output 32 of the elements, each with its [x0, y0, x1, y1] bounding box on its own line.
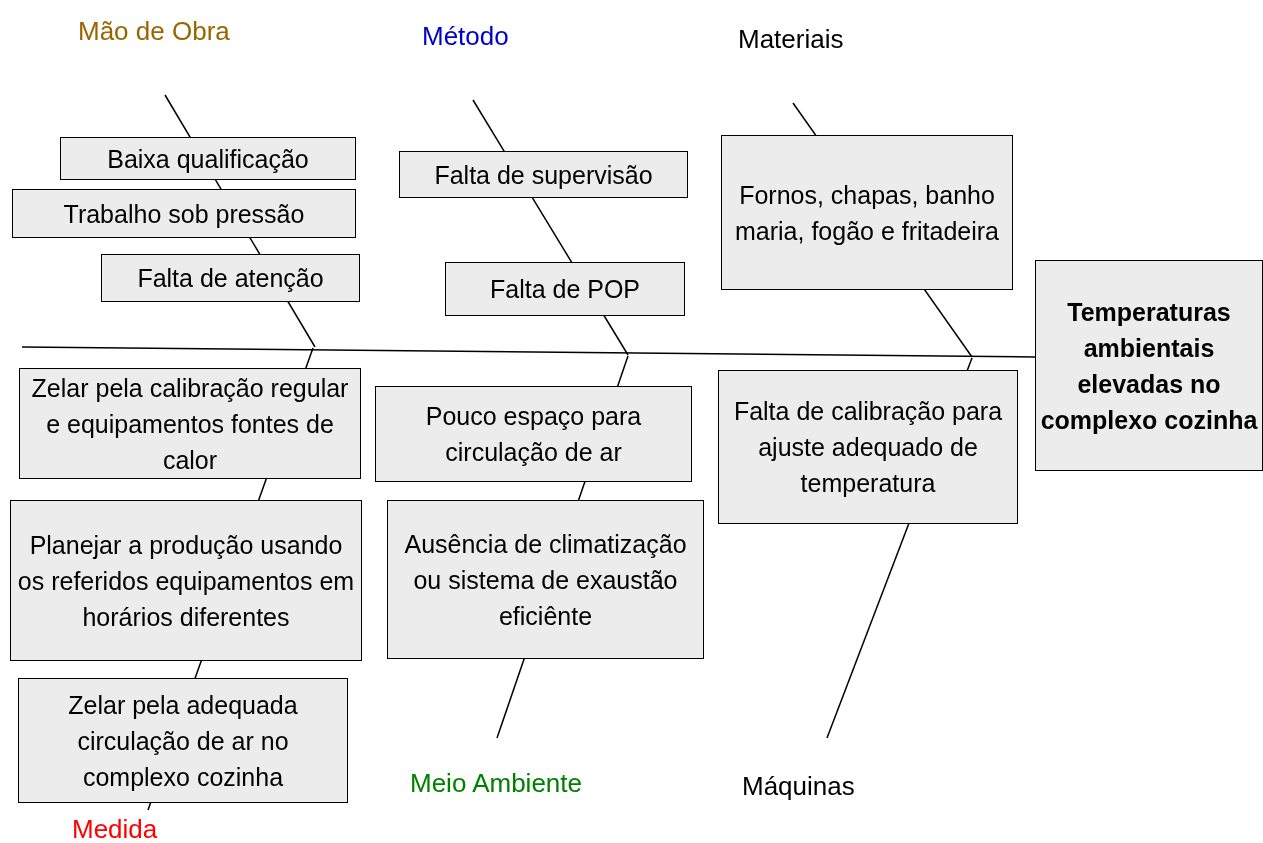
node-text: Temperaturas ambientais elevadas no complexo cozinha	[1040, 296, 1258, 436]
node-text: Planejar a produção usando os referidos equipamentos em horários diferentes	[16, 529, 356, 633]
cause-box	[399, 151, 688, 198]
node-text: Falta de supervisão	[434, 159, 653, 191]
cause-box	[60, 137, 356, 180]
node-text: Zelar pela adequada circulação de ar no complexo cozinha	[67, 689, 299, 793]
cause-box	[12, 189, 356, 238]
spine-line	[21, 346, 1036, 358]
cause-box	[10, 500, 362, 661]
cause-box	[375, 386, 692, 482]
cause-box	[718, 370, 1018, 524]
category-label: Mão de Obra	[78, 16, 230, 47]
node-text: Trabalho sob pressão	[63, 198, 305, 230]
node-text: Zelar pela calibração regular e equipamentos fontes de calor	[30, 372, 350, 476]
node-text: Baixa qualificação	[107, 143, 309, 175]
node-text: Ausência de climatização ou sistema de exaustão eficiênte	[403, 528, 688, 632]
category-label: Meio Ambiente	[410, 768, 582, 799]
cause-box	[721, 135, 1013, 290]
node-text: Pouco espaço para circulação de ar	[424, 401, 643, 468]
category-label: Método	[422, 21, 509, 52]
cause-box	[18, 678, 348, 803]
cause-box	[101, 254, 360, 302]
node-text: Falta de atenção	[137, 263, 324, 294]
category-label: Máquinas	[742, 771, 855, 802]
cause-box	[387, 500, 704, 659]
category-label: Materiais	[738, 24, 844, 55]
cause-box	[445, 262, 685, 316]
category-label: Medida	[72, 814, 158, 843]
effect-box	[1035, 260, 1263, 471]
node-text: Falta de POP	[489, 274, 641, 305]
node-text: Fornos, chapas, banho maria, fogão e fritadeira	[734, 179, 1000, 247]
node-text: Falta de calibração para ajuste adequado de temperatura	[732, 396, 1004, 499]
